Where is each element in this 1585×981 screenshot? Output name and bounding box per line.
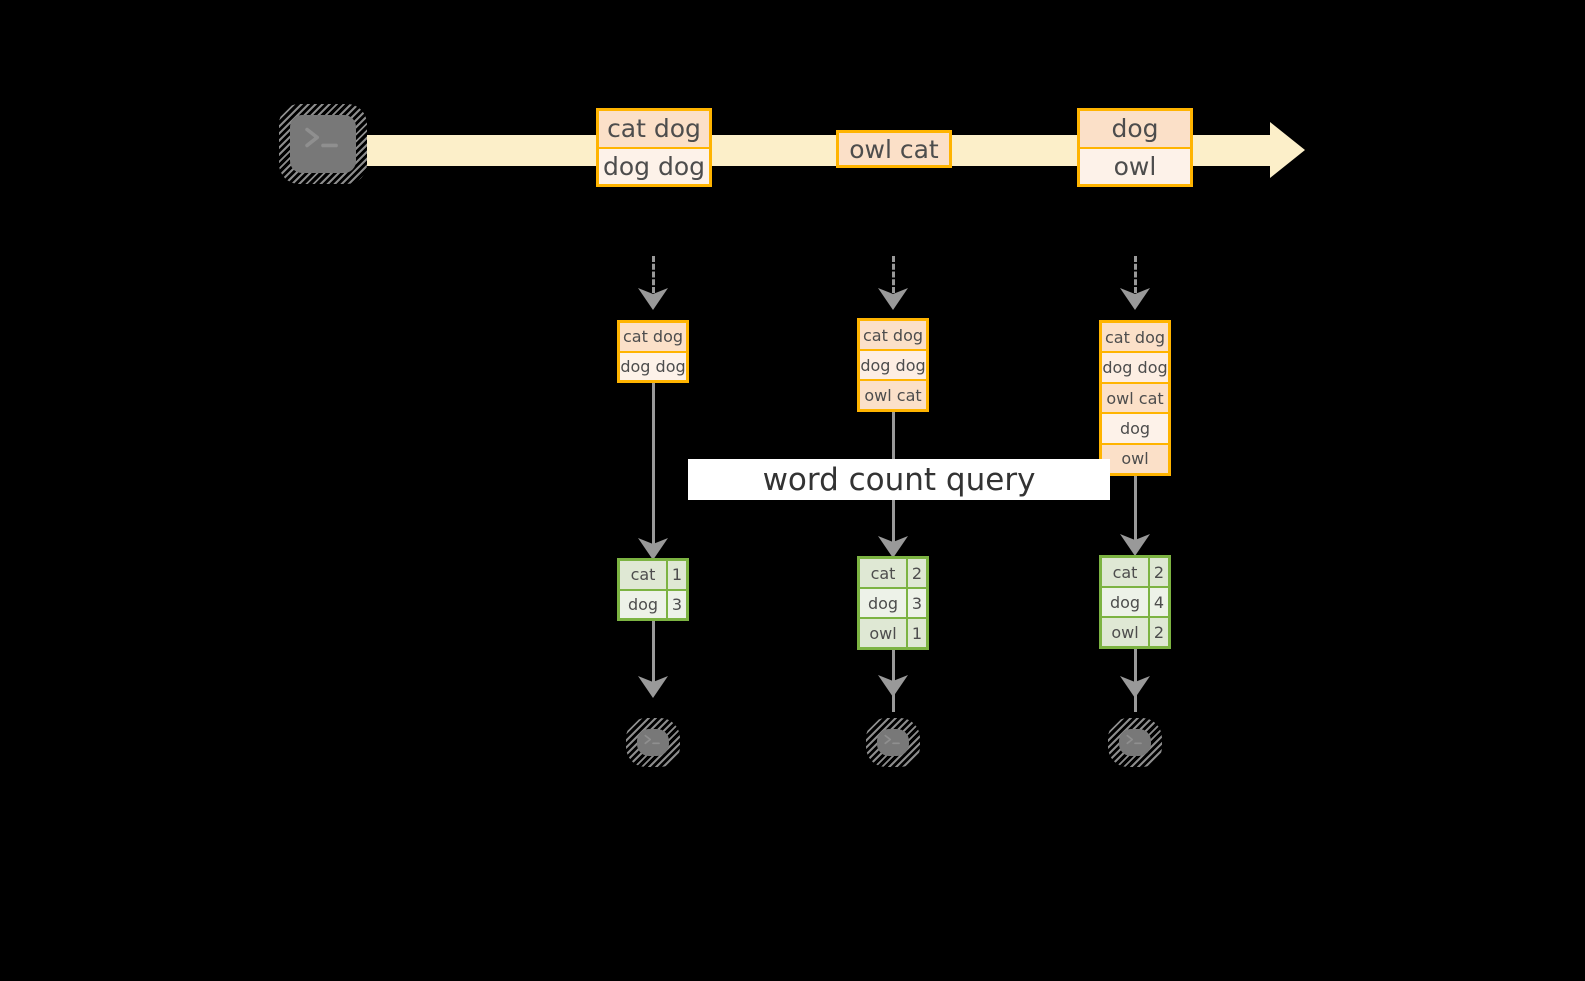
- sink-connector: [1134, 649, 1137, 712]
- snapshot-input-line: owl: [1102, 442, 1168, 474]
- snapshot-input-line: dog dog: [1102, 351, 1168, 382]
- stream-record: cat dog dog dog: [596, 108, 712, 187]
- table-row: cat 2: [860, 559, 926, 587]
- arrowhead-icon: [1120, 534, 1150, 556]
- sink-terminal-icon: [1108, 718, 1162, 767]
- table-row: cat 2: [1102, 558, 1168, 586]
- result-count: 2: [1148, 618, 1168, 646]
- arrowhead-icon: [638, 288, 668, 310]
- sink-terminal-icon: [626, 718, 680, 767]
- arrowhead-icon: [1120, 676, 1150, 698]
- snapshot-input-line: dog: [1102, 412, 1168, 443]
- record-line: dog dog: [599, 146, 709, 184]
- arrowhead-icon: [878, 288, 908, 310]
- sink-terminal-icon: [866, 718, 920, 767]
- result-count: 2: [906, 559, 926, 587]
- snapshot-dashed-connector: [652, 256, 655, 293]
- snapshot-dashed-connector: [1134, 256, 1137, 293]
- snapshot-input-line: dog dog: [860, 349, 926, 379]
- snapshot-input-box: cat dog dog dog owl cat dog owl: [1099, 320, 1171, 476]
- query-label: word count query: [762, 461, 1036, 498]
- record-line: owl cat: [839, 133, 949, 165]
- stream-record: dog owl: [1077, 108, 1193, 187]
- arrowhead-icon: [878, 675, 908, 697]
- arrowhead-icon: [878, 536, 908, 558]
- table-row: dog 3: [860, 587, 926, 617]
- record-line: dog: [1080, 111, 1190, 147]
- stream-arrowhead: [1270, 122, 1305, 178]
- result-word: dog: [1109, 592, 1141, 612]
- query-connector: [1134, 476, 1137, 546]
- terminal-prompt-icon: [305, 127, 338, 148]
- result-count: 3: [666, 590, 686, 618]
- table-row: owl 1: [860, 617, 926, 647]
- snapshot-input-line: dog dog: [620, 350, 686, 380]
- result-table: cat 1 dog 3: [617, 558, 689, 621]
- terminal-prompt-icon: [884, 734, 900, 745]
- stream-record: owl cat: [836, 130, 952, 168]
- result-count: 4: [1148, 588, 1168, 616]
- sink-connector: [652, 621, 655, 685]
- table-row: owl 2: [1102, 616, 1168, 646]
- record-line: owl: [1080, 146, 1190, 184]
- table-row: cat 1: [620, 561, 686, 589]
- snapshot-input-box: cat dog dog dog owl cat: [857, 318, 929, 412]
- terminal-prompt-icon: [644, 734, 660, 745]
- snapshot-input-line: owl cat: [860, 379, 926, 409]
- snapshot-input-box: cat dog dog dog: [617, 320, 689, 383]
- result-table: cat 2 dog 4 owl 2: [1099, 555, 1171, 649]
- snapshot-input-line: cat dog: [620, 323, 686, 351]
- result-count: 1: [906, 619, 926, 647]
- result-count: 1: [666, 561, 686, 589]
- result-word: owl: [1111, 622, 1139, 642]
- result-word: dog: [867, 593, 899, 613]
- table-row: dog 3: [620, 588, 686, 618]
- terminal-prompt-icon: [1126, 734, 1142, 745]
- query-connector: [652, 383, 655, 548]
- snapshot-dashed-connector: [892, 256, 895, 293]
- result-word: cat: [1112, 562, 1138, 582]
- arrowhead-icon: [638, 538, 668, 560]
- arrowhead-icon: [1120, 288, 1150, 310]
- query-label-band: word count query: [688, 459, 1110, 500]
- snapshot-input-line: owl cat: [1102, 381, 1168, 413]
- snapshot-input-line: cat dog: [860, 321, 926, 349]
- result-count: 2: [1148, 558, 1168, 586]
- snapshot-input-line: cat dog: [1102, 323, 1168, 352]
- result-word: cat: [870, 563, 896, 583]
- result-table: cat 2 dog 3 owl 1: [857, 556, 929, 650]
- table-row: dog 4: [1102, 586, 1168, 616]
- source-terminal-icon: [279, 104, 367, 184]
- record-line: cat dog: [599, 111, 709, 147]
- result-word: dog: [627, 594, 659, 614]
- result-word: cat: [630, 565, 656, 585]
- arrowhead-icon: [638, 676, 668, 698]
- result-word: owl: [869, 623, 897, 643]
- result-count: 3: [906, 589, 926, 617]
